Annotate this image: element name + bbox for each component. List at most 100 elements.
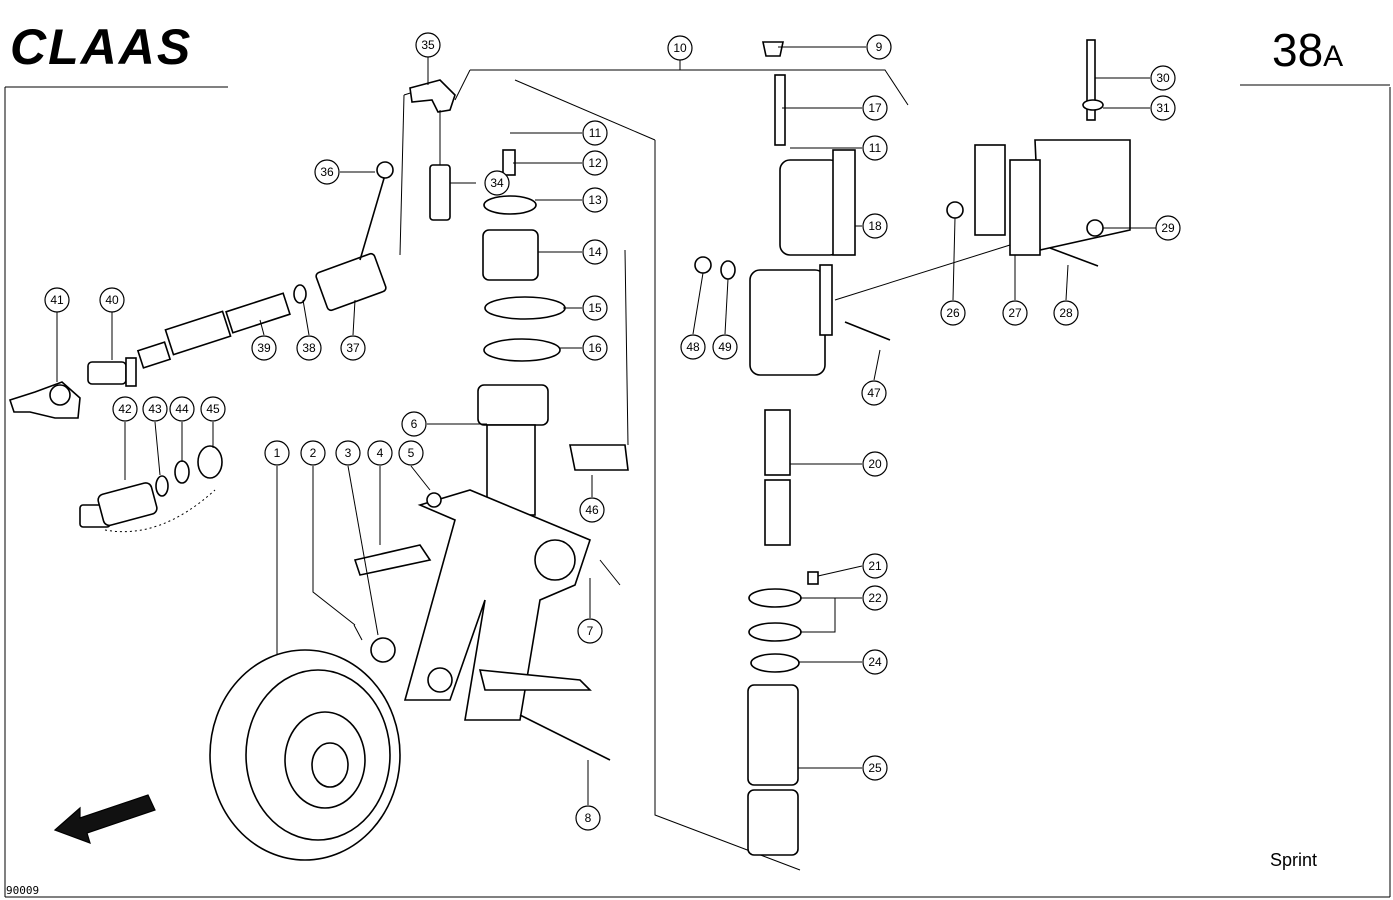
callout-10: 10 <box>667 35 693 61</box>
callout-label: 11 <box>589 126 602 140</box>
callout-8: 8 <box>575 805 601 831</box>
callout-26: 26 <box>940 300 966 326</box>
callout-label: 25 <box>868 761 882 775</box>
callout-16: 16 <box>582 335 608 361</box>
callout-label: 24 <box>868 655 882 669</box>
callout-label: 45 <box>206 402 220 416</box>
callout-label: 14 <box>588 245 602 259</box>
callout-label: 18 <box>868 219 882 233</box>
hydraulic-couplings <box>8 284 307 533</box>
callout-label: 16 <box>588 341 602 355</box>
callout-label: 28 <box>1059 306 1073 320</box>
callout-20: 20 <box>862 451 888 477</box>
callout-13: 13 <box>582 187 608 213</box>
page-number-main: 38 <box>1272 24 1323 76</box>
callout-31: 31 <box>1150 95 1176 121</box>
callout-label: 42 <box>118 402 132 416</box>
callout-1: 1 <box>264 440 290 466</box>
callout-label: 26 <box>946 306 960 320</box>
callout-label: 36 <box>320 165 334 179</box>
callout-label: 47 <box>867 386 881 400</box>
callout-7: 7 <box>577 618 603 644</box>
brand-logo: CLAAS <box>10 19 192 75</box>
callout-label: 35 <box>421 38 435 52</box>
callout-label: 44 <box>175 402 189 416</box>
callout-30: 30 <box>1150 65 1176 91</box>
callout-44: 44 <box>169 396 195 422</box>
callout-label: 48 <box>686 340 700 354</box>
callout-label: 22 <box>868 591 882 605</box>
callout-21: 21 <box>862 553 888 579</box>
callout-label: 30 <box>1156 71 1170 85</box>
callout-41: 41 <box>44 287 70 313</box>
callout-24: 24 <box>862 649 888 675</box>
callout-2: 2 <box>300 440 326 466</box>
drawing-number: 90009 <box>6 884 39 897</box>
mounting-bracket <box>946 39 1131 267</box>
callout-label: 2 <box>310 446 317 460</box>
callout-label: 5 <box>408 446 415 460</box>
callout-label: 31 <box>1156 101 1170 115</box>
callout-49: 49 <box>712 334 738 360</box>
callout-label: 13 <box>588 193 602 207</box>
callout-27: 27 <box>1002 300 1028 326</box>
callout-label: 20 <box>868 457 882 471</box>
callout-11-lower: 11 <box>862 135 888 161</box>
callout-36: 36 <box>314 159 340 185</box>
callout-37: 37 <box>340 335 366 361</box>
callout-label: 39 <box>257 341 271 355</box>
callout-label: 8 <box>585 811 592 825</box>
callout-label: 9 <box>876 40 883 54</box>
callout-45: 45 <box>200 396 226 422</box>
callout-label: 12 <box>588 156 602 170</box>
callout-43: 43 <box>142 396 168 422</box>
callout-label: 46 <box>585 503 599 517</box>
callout-label: 40 <box>105 293 119 307</box>
callout-label: 49 <box>718 340 732 354</box>
page-number: 38A <box>1272 24 1343 76</box>
hinge-assembly <box>694 41 891 856</box>
callout-3: 3 <box>335 440 361 466</box>
model-name: Sprint <box>1270 850 1317 870</box>
page-number-suffix: A <box>1323 40 1343 73</box>
callout-39: 39 <box>251 335 277 361</box>
callout-38: 38 <box>296 335 322 361</box>
callout-4: 4 <box>367 440 393 466</box>
callout-18: 18 <box>862 213 888 239</box>
callout-label: 10 <box>673 41 687 55</box>
callout-46: 46 <box>579 497 605 523</box>
callout-25: 25 <box>862 755 888 781</box>
callout-label: 17 <box>868 101 882 115</box>
wheel <box>209 624 401 861</box>
callout-17: 17 <box>862 95 888 121</box>
callout-14: 14 <box>582 239 608 265</box>
valve-assembly <box>315 79 456 312</box>
callout-9: 9 <box>866 34 892 60</box>
callout-35: 35 <box>415 32 441 58</box>
callout-label: 37 <box>346 341 360 355</box>
callout-leaders <box>56 46 1156 805</box>
callout-label: 34 <box>490 176 504 190</box>
callout-label: 7 <box>587 624 594 638</box>
callout-48: 48 <box>680 334 706 360</box>
callout-label: 38 <box>302 341 316 355</box>
callout-label: 41 <box>50 293 64 307</box>
callout-12: 12 <box>582 150 608 176</box>
callout-label: 3 <box>345 446 352 460</box>
callout-47: 47 <box>861 380 887 406</box>
callout-label: 11 <box>869 141 882 155</box>
callout-6: 6 <box>401 411 427 437</box>
callout-label: 21 <box>868 559 882 573</box>
callout-22: 22 <box>862 585 888 611</box>
callout-label: 15 <box>588 301 602 315</box>
callout-label: 27 <box>1008 306 1022 320</box>
callout-15: 15 <box>582 295 608 321</box>
callout-label: 1 <box>274 446 281 460</box>
callout-label: 6 <box>411 417 418 431</box>
callout-28: 28 <box>1053 300 1079 326</box>
callout-40: 40 <box>99 287 125 313</box>
callout-5: 5 <box>398 440 424 466</box>
callout-34: 34 <box>484 170 510 196</box>
central-column <box>353 149 629 761</box>
